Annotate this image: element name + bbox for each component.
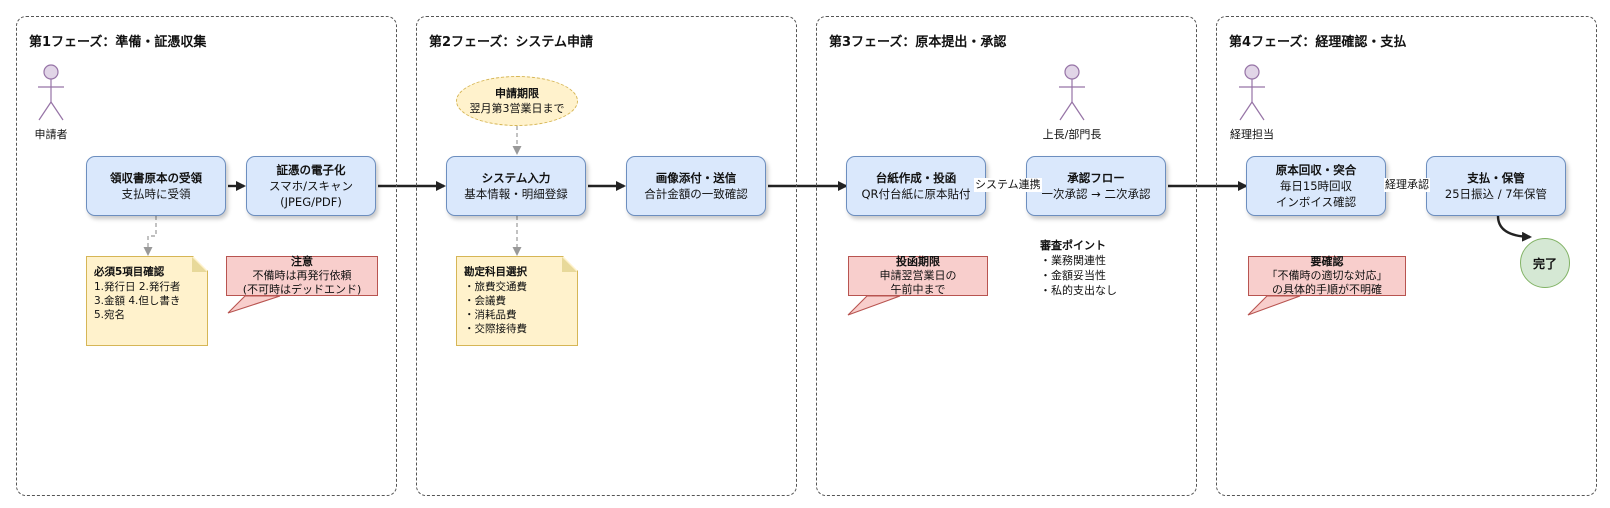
account-items-line: ・会議費 [464,295,506,307]
phase-1-container: 第1フェーズ：準備・証憑収集 [16,16,397,496]
to-confirm-title: 要確認 [1310,255,1344,268]
deadline-title: 投函期限 [896,255,940,268]
required-items-line: 5.宛名 [94,309,126,321]
person-icon [1059,64,1085,121]
actor-applicant: 申請者 [21,64,81,142]
to-confirm-line1: 「不備時の適切な対応」 [1266,269,1388,282]
dashed-links [143,126,522,256]
application-deadline-sub: 翌月第3営業日まで [469,102,565,115]
to-confirm-callout: 要確認 「不備時の適切な対応」 の具体的手順が不明確 [1248,255,1406,296]
step-attach-send-sub: 合計金額の一致確認 [644,187,748,201]
step-system-input[interactable]: システム入力 基本情報・明細登録 [446,156,586,216]
actor-accounting-label: 経理担当 [1230,128,1274,141]
phase-1-title: 第1フェーズ：準備・証憑収集 [29,35,207,50]
step-digitize[interactable]: 証憑の電子化 スマホ/スキャン (JPEG/PDF) [246,156,376,216]
deadline-callout-tail [847,295,901,316]
actor-manager-label: 上長/部門長 [1042,128,1102,141]
caution-callout: 注意 不備時は再発行依頼 (不可時はデッドエンド) [226,255,378,296]
step-receipt-title: 領収書原本の受領 [110,171,202,185]
edge-label-system-link: システム連携 [974,178,1042,192]
step-digitize-sub1: スマホ/スキャン [268,179,354,193]
phase-4-container: 第4フェーズ：経理確認・支払 [1216,16,1597,496]
phase-3-container: 第3フェーズ：原本提出・承認 [816,16,1197,496]
step-attach-send-title: 画像添付・送信 [655,171,737,185]
arrow-payment-to-done [1496,215,1532,242]
phase-4-title: 第4フェーズ：経理確認・支払 [1229,35,1407,50]
step-payment-title: 支払・保管 [1467,171,1525,185]
step-digitize-sub2: (JPEG/PDF) [280,195,342,209]
account-items-line: ・旅費交通費 [464,281,527,293]
to-confirm-callout-tail [1247,295,1301,316]
person-icon [1239,64,1265,121]
caution-line2: (不可時はデッドエンド) [242,283,362,296]
deadline-callout: 投函期限 申請翌営業日の 午前中まで [848,255,988,296]
step-approval-sub: 一次承認 → 二次承認 [1041,187,1151,201]
required-items-line: 1.発行日 2.発行者 [94,281,181,293]
step-payment-sub: 25日振込 / 7年保管 [1444,187,1548,201]
to-confirm-line2: の具体的手順が不明確 [1272,283,1382,296]
required-items-line: 3.金額 4.但し書き [94,295,181,307]
link-receipt-to-required-note [143,216,157,256]
application-deadline: 申請期限 翌月第3営業日まで [456,76,578,126]
caution-callout-tail [227,295,281,314]
edge-label-accounting-approval: 経理承認 [1384,178,1430,192]
step-ledger-sub: QR付台紙に原本貼付 [861,187,971,201]
caution-line1: 不備時は再発行依頼 [252,269,352,282]
actor-manager: 上長/部門長 [1042,64,1102,142]
account-items-title: 勘定科目選択 [464,266,527,278]
deadline-line2: 午前中まで [890,283,946,296]
step-collect-sub1: 毎日15時回収 [1279,179,1353,193]
review-points: 審査ポイント ・業務関連性 ・金額妥当性 ・私的支出なし [1040,238,1117,298]
step-payment[interactable]: 支払・保管 25日振込 / 7年保管 [1426,156,1566,216]
step-receipt-sub: 支払時に受領 [121,187,191,201]
application-deadline-title: 申請期限 [495,87,539,100]
callout-tails [227,295,1301,316]
review-points-title: 審査ポイント [1040,239,1106,252]
review-point-item: ・業務関連性 [1040,254,1106,267]
step-collect-sub2: インボイス確認 [1275,195,1357,209]
review-point-item: ・私的支出なし [1040,284,1117,297]
step-approval-title: 承認フロー [1067,171,1125,185]
person-icon [38,64,64,121]
actor-applicant-label: 申請者 [34,128,68,141]
step-collect[interactable]: 原本回収・突合 毎日15時回収 インボイス確認 [1246,156,1386,216]
account-items-line: ・交際接待費 [464,323,527,335]
step-ledger-title: 台紙作成・投函 [875,171,957,185]
end-node[interactable]: 完了 [1520,238,1570,288]
phase-3-title: 第3フェーズ：原本提出・承認 [829,35,1007,50]
step-system-input-sub: 基本情報・明細登録 [464,187,568,201]
step-digitize-title: 証憑の電子化 [276,163,346,177]
step-system-input-title: システム入力 [481,171,551,185]
required-items-note: 必須5項目確認 1.発行日 2.発行者 3.金額 4.但し書き 5.宛名 [86,256,208,346]
step-approval[interactable]: 承認フロー 一次承認 → 二次承認 [1026,156,1166,216]
account-items-line: ・消耗品費 [464,309,517,321]
step-receipt[interactable]: 領収書原本の受領 支払時に受領 [86,156,226,216]
phase-2-container: 第2フェーズ：システム申請 [416,16,797,496]
phase-2-title: 第2フェーズ：システム申請 [429,35,594,50]
caution-title: 注意 [291,255,313,268]
step-attach-send[interactable]: 画像添付・送信 合計金額の一致確認 [626,156,766,216]
deadline-line1: 申請翌営業日の [879,269,957,282]
account-items-note: 勘定科目選択 ・旅費交通費 ・会議費 ・消耗品費 ・交際接待費 [456,256,578,346]
actor-accounting: 経理担当 [1222,64,1282,142]
review-point-item: ・金額妥当性 [1040,269,1106,282]
required-items-title: 必須5項目確認 [94,266,165,278]
step-collect-title: 原本回収・突合 [1275,163,1357,177]
step-ledger[interactable]: 台紙作成・投函 QR付台紙に原本貼付 [846,156,986,216]
